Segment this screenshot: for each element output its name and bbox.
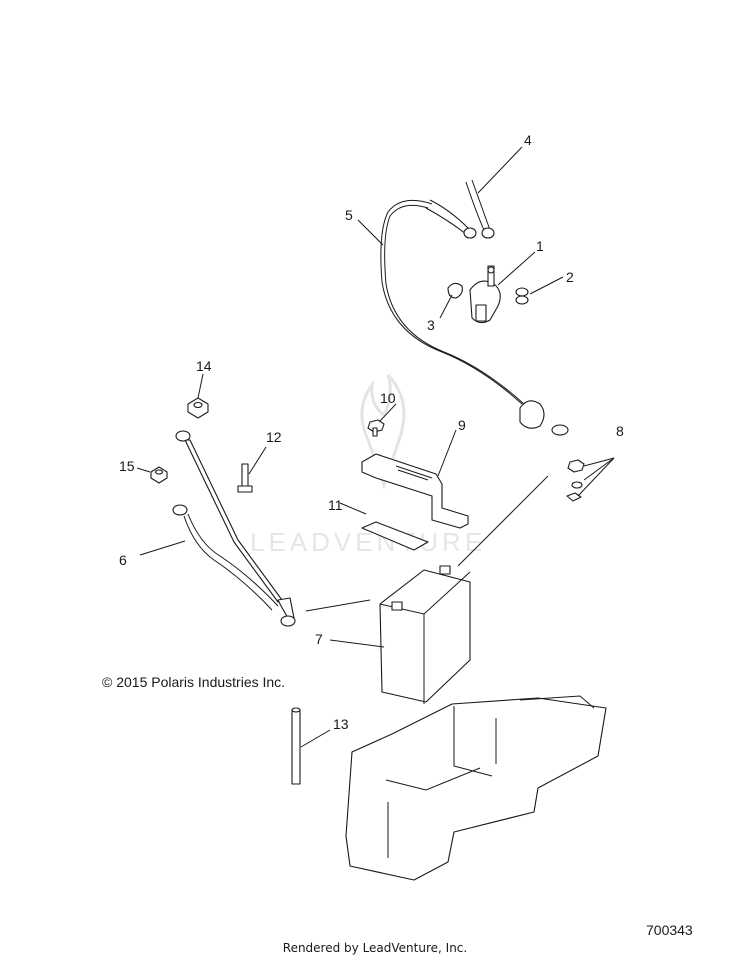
part-7-battery xyxy=(305,475,549,704)
footer-rendered-by: Rendered by LeadVenture, Inc. xyxy=(282,941,468,955)
battery-tray xyxy=(345,695,607,881)
part-14-nut xyxy=(187,373,209,419)
callout-labels: 1 2 3 4 5 6 7 8 9 10 11 12 13 14 15 xyxy=(119,132,624,732)
part-6-cable xyxy=(139,504,279,611)
part-12-bolt xyxy=(237,446,267,493)
callout-15: 15 xyxy=(119,458,135,474)
part-2-nuts xyxy=(515,276,564,305)
callout-4: 4 xyxy=(524,132,532,148)
part-9-bracket xyxy=(361,429,469,529)
callout-3: 3 xyxy=(427,317,435,333)
part-10-screw xyxy=(367,403,397,437)
callout-12: 12 xyxy=(266,429,282,445)
part-3-fastener xyxy=(439,282,463,319)
callout-9: 9 xyxy=(458,417,466,433)
callout-5: 5 xyxy=(345,207,353,223)
leadventure-flame-logo xyxy=(360,373,406,490)
callout-6: 6 xyxy=(119,552,127,568)
part-15-nut xyxy=(136,466,168,484)
watermark-text: LEADVENTURE xyxy=(250,527,486,557)
callout-11: 11 xyxy=(328,497,343,513)
copyright-notice: © 2015 Polaris Industries Inc. xyxy=(102,674,286,690)
callout-10: 10 xyxy=(380,390,396,406)
part-13-rod xyxy=(291,707,331,785)
part-8-hardware xyxy=(566,457,615,502)
part-5-cable xyxy=(357,199,569,436)
callout-8: 8 xyxy=(616,423,624,439)
part-hold-down-rod xyxy=(175,430,296,627)
callout-1: 1 xyxy=(536,238,544,254)
watermark: LEADVENTURE xyxy=(250,373,486,557)
callout-13: 13 xyxy=(333,716,349,732)
part-4-cable xyxy=(425,146,523,239)
part-11-pad xyxy=(339,502,429,551)
part-1-relay xyxy=(469,251,536,324)
callout-14: 14 xyxy=(196,358,212,374)
callout-7: 7 xyxy=(315,631,323,647)
figure-id: 700343 xyxy=(646,922,693,938)
callout-2: 2 xyxy=(566,269,574,285)
